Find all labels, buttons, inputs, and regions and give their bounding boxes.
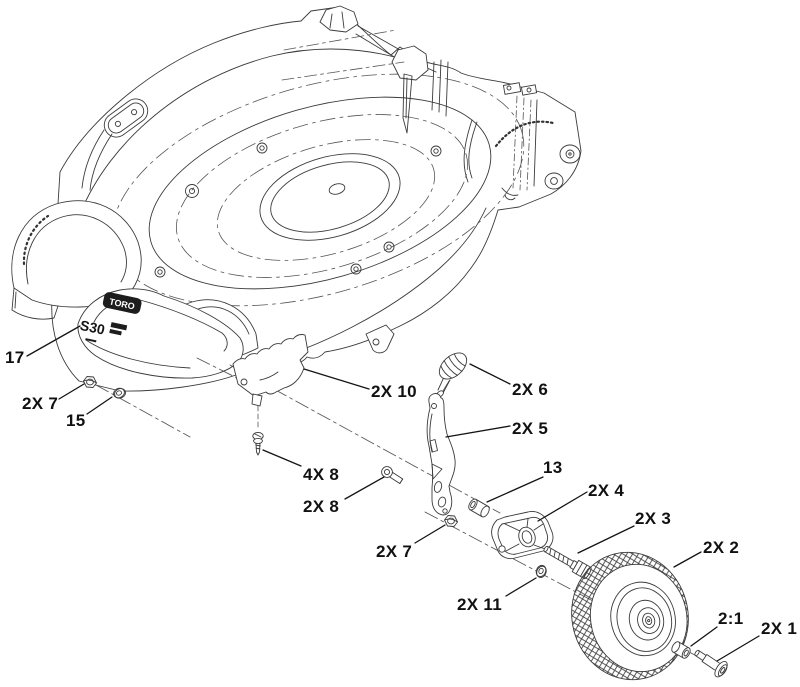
part-baffle-plate (232, 334, 309, 407)
blade-bolt-hole (328, 183, 346, 195)
callout-2x1: 2X 1 (761, 619, 797, 638)
dome-centerline-ellipse-mid (176, 114, 468, 278)
callout-2x3: 2X 3 (635, 509, 671, 528)
part-washer-15 (113, 387, 126, 399)
blade-opening-outer (259, 153, 401, 241)
callout-scale-2-1: 2:1 (718, 609, 743, 628)
callout-2x2: 2X 2 (703, 538, 739, 557)
blade-opening-inner (270, 161, 390, 233)
dome-centerline-ellipse-inner (216, 139, 436, 261)
part-wheel-bushing (671, 641, 691, 659)
callout-labels: 17 2X 7 15 2X 10 4X 8 2X 8 2X 6 2X 5 13 … (5, 348, 797, 638)
brand-badge: TORO (102, 292, 142, 314)
model-badge-text: S30 (79, 317, 107, 338)
part-lever-grip (436, 352, 468, 398)
part-bolt-2x8 (381, 466, 404, 484)
part-shoulder-bolt (694, 649, 728, 678)
rear-height-bracket (463, 82, 581, 201)
lever-mount-boss (365, 324, 395, 354)
callout-4x8: 4X 8 (303, 465, 339, 484)
callout-2x5: 2X 5 (512, 419, 548, 438)
callout-2x7-lower: 2X 7 (376, 542, 412, 561)
part-height-lever (426, 393, 456, 516)
part-spacer (468, 498, 490, 518)
mower-deck: TORO S30 (11, 5, 582, 392)
deck-bolt-heads (112, 142, 442, 278)
handle-mount-strap (81, 129, 113, 191)
cable-guide-spike (402, 73, 413, 134)
handle-towers (281, 5, 449, 134)
callout-2x10: 2X 10 (371, 382, 417, 401)
deck-inner-top-arc (79, 48, 437, 215)
callout-13: 13 (543, 458, 563, 477)
height-letter-arc (494, 120, 555, 148)
callout-17: 17 (5, 348, 25, 367)
part-hex-nut-lower (444, 515, 458, 527)
model-badge: S30 (79, 317, 128, 343)
callout-2x11: 2X 11 (457, 595, 502, 614)
callout-leaders (26, 325, 760, 662)
centerline-pod-hub (196, 357, 244, 382)
wheel-hub (637, 607, 661, 634)
front-cover: TORO S30 (77, 288, 244, 379)
callout-2x4: 2X 4 (588, 481, 624, 500)
centerline-wheel-axis (424, 511, 709, 663)
centerline-left-fasteners (95, 384, 191, 438)
callout-15: 15 (66, 411, 86, 430)
callout-2x6: 2X 6 (512, 380, 548, 399)
front-wheel-pod-left (11, 200, 142, 320)
part-adjuster-housing (491, 511, 554, 560)
part-screw-4x8 (252, 431, 264, 456)
dome-edge (148, 96, 492, 290)
callout-2x7-upper: 2X 7 (22, 394, 58, 413)
handle-mount-plate (103, 98, 149, 138)
part-washer-11 (535, 564, 547, 578)
part-hex-nut-upper (83, 376, 97, 388)
callout-2x8: 2X 8 (303, 497, 339, 516)
part-wheel (571, 551, 689, 681)
